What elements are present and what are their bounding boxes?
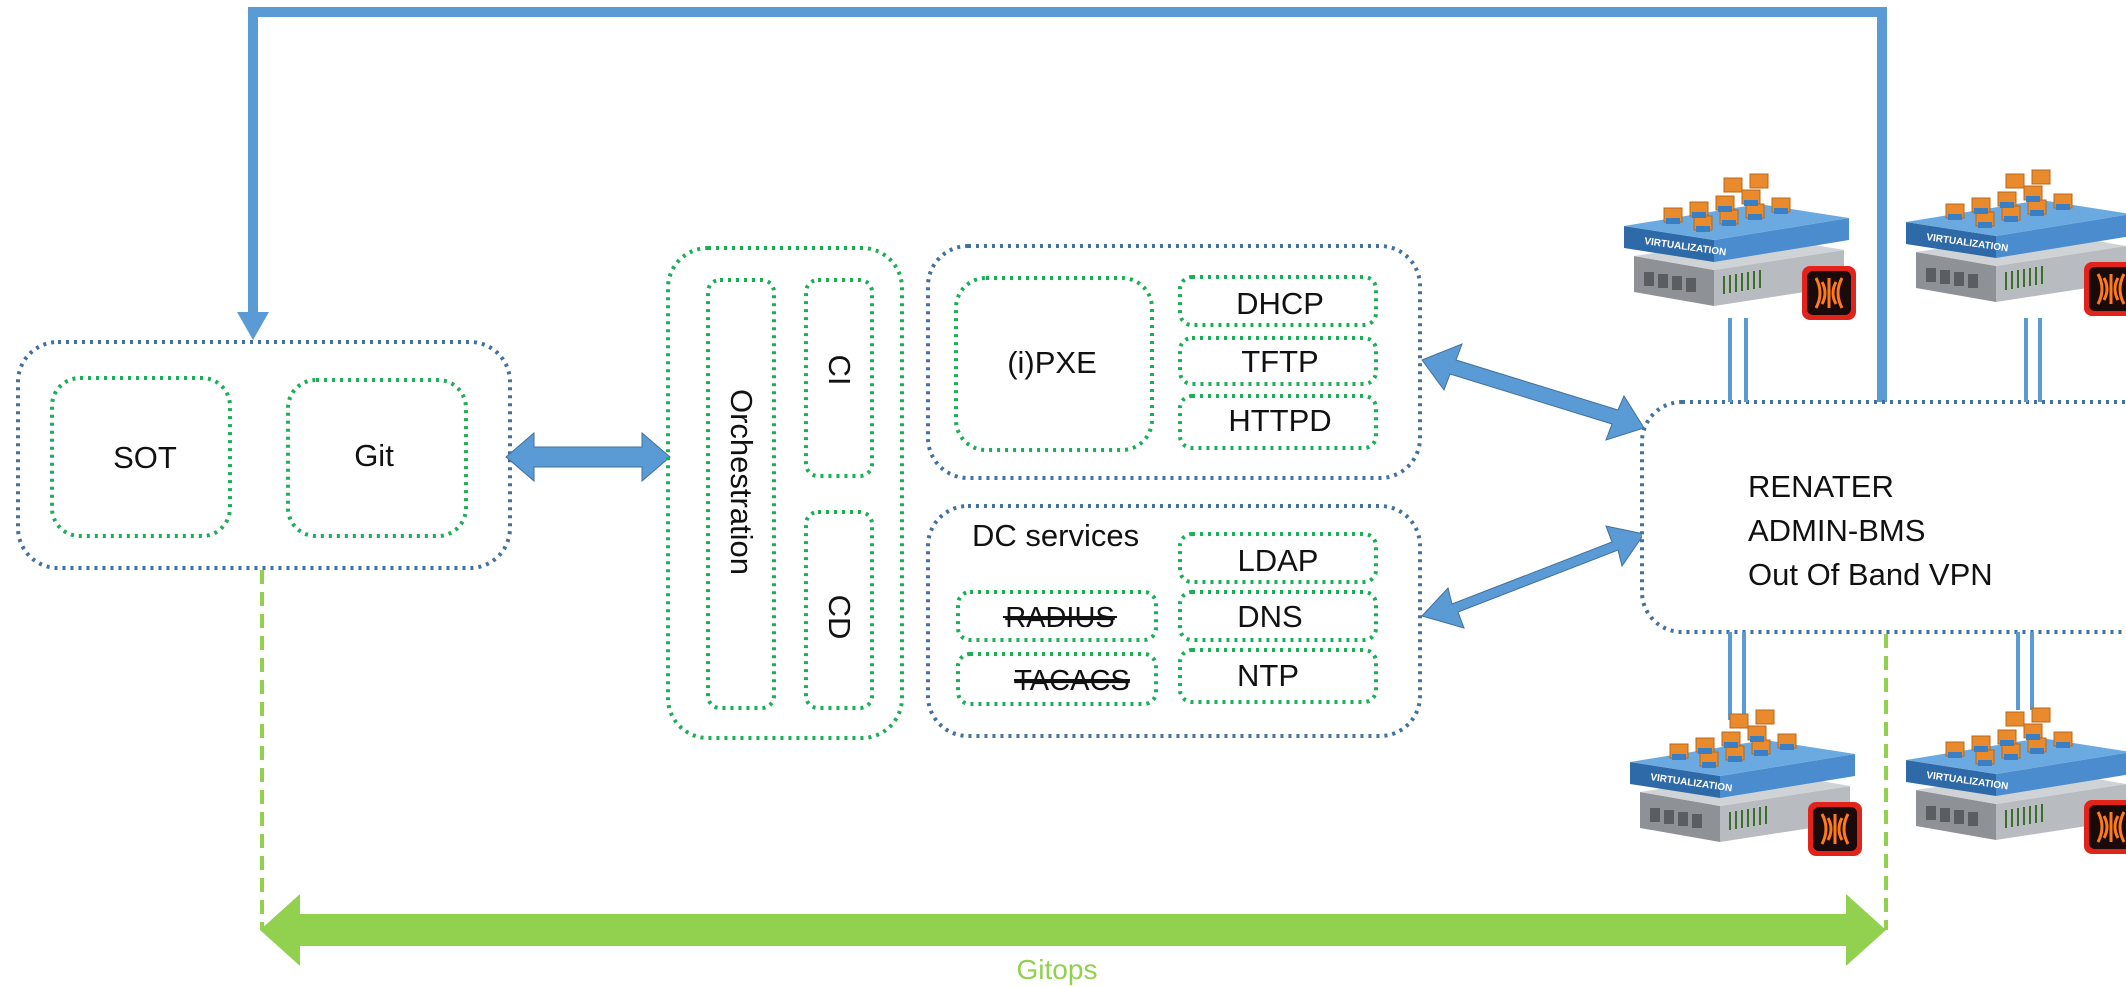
dhcp-label: DHCP (1236, 286, 1324, 321)
pxe-group (926, 244, 1422, 480)
orchestration-group (666, 246, 904, 740)
ldap-label: LDAP (1238, 543, 1319, 578)
tftp-label: TFTP (1241, 344, 1319, 379)
return-arrowhead (237, 312, 269, 340)
ntp-box (1178, 648, 1378, 704)
tftp-box (1178, 336, 1378, 386)
renater-line3: Out Of Band VPN (1748, 557, 1993, 592)
pxe-box (954, 276, 1154, 452)
sot-label: SOT (113, 440, 177, 475)
ntp-label: NTP (1237, 658, 1299, 693)
cd-label: CD (822, 595, 857, 640)
pxe-label: (i)PXE (1007, 345, 1097, 380)
dhcp-box (1178, 275, 1378, 327)
gitops-arrow (260, 894, 1886, 966)
server-bottom-left (1628, 708, 1864, 858)
dns-label: DNS (1237, 599, 1302, 634)
httpd-label: HTTPD (1228, 403, 1331, 438)
source-group (16, 340, 512, 570)
server-bottom-right (1904, 706, 2126, 856)
git-box (286, 378, 468, 538)
radius-box (956, 590, 1158, 642)
dc-services-title: DC services (972, 518, 1139, 553)
ci-label: CI (822, 355, 857, 386)
orchestration-box (706, 278, 776, 710)
server-top-left (1622, 172, 1858, 322)
dc-renater-arrow (1421, 525, 1645, 629)
renater-line2: ADMIN-BMS (1748, 513, 1925, 548)
sot-orchestration-arrow (505, 431, 671, 483)
orchestration-label: Orchestration (724, 389, 759, 575)
cd-box (804, 510, 874, 710)
return-arrow-line (248, 7, 1887, 402)
httpd-box (1178, 394, 1378, 450)
ldap-box (1178, 532, 1378, 584)
sot-box (50, 376, 232, 538)
server-connectors (1728, 318, 2042, 720)
server-top-right (1904, 168, 2126, 318)
renater-line1: RENATER (1748, 469, 1894, 504)
git-label: Git (354, 438, 394, 473)
ci-box (804, 278, 874, 478)
renater-box (1640, 400, 2126, 634)
gitops-label: Gitops (1017, 954, 1098, 985)
pxe-renater-arrow (1421, 343, 1645, 441)
dns-box (1178, 590, 1378, 642)
